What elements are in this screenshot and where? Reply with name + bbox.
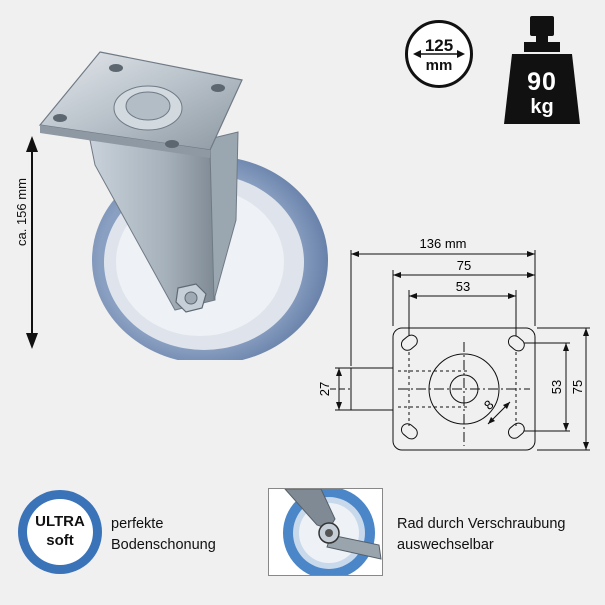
dim-hole-diameter: 8 bbox=[481, 397, 497, 413]
height-dimension-arrow bbox=[26, 136, 38, 349]
dim-overall-width: 136 mm bbox=[420, 236, 467, 251]
weight-badge: 90 kg bbox=[502, 12, 582, 124]
weight-unit: kg bbox=[530, 96, 554, 118]
weight-value: 90 bbox=[527, 68, 557, 96]
diameter-badge: 125 mm bbox=[405, 20, 473, 88]
dim-side-inner: 53 bbox=[549, 380, 564, 394]
weight-icon bbox=[504, 16, 580, 124]
diameter-value: 125 bbox=[424, 36, 454, 55]
height-label: ca. 156 mm bbox=[14, 178, 29, 246]
top-plate bbox=[38, 51, 243, 158]
dim-hole-spacing-inner: 53 bbox=[456, 279, 470, 294]
diameter-arrows-icon bbox=[413, 50, 465, 58]
ultra-soft-description: perfekte Bodenschonung bbox=[111, 516, 216, 553]
castor-wheel-illustration bbox=[26, 51, 328, 360]
dim-side-outer: 75 bbox=[570, 380, 585, 394]
mounting-plate-drawing: 136 mm 75 53 53 75 27 8 bbox=[317, 236, 590, 451]
dim-stem-height: 27 bbox=[317, 382, 332, 396]
ultra-soft-badge: ULTRA soft bbox=[18, 490, 102, 574]
screw-wheel-description: Rad durch Verschraubung auswechselbar bbox=[397, 516, 566, 553]
axle-nut bbox=[175, 283, 207, 313]
ultra-badge-line1: ULTRA bbox=[35, 513, 85, 530]
diameter-unit: mm bbox=[425, 57, 453, 74]
ultra-badge-line2: soft bbox=[46, 532, 74, 549]
bolt-wheel-icon bbox=[283, 489, 382, 575]
dim-hole-spacing-outer: 75 bbox=[457, 258, 471, 273]
screw-wheel-image bbox=[268, 488, 383, 576]
